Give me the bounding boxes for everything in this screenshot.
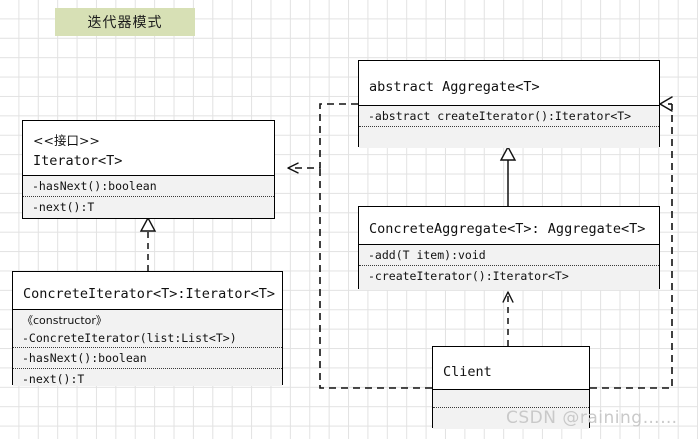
member-row-empty [359, 127, 659, 145]
constructor-stereotype: 《constructor》 [22, 314, 107, 327]
class-header-concrete-aggregate: ConcreteAggregate<T>: Aggregate<T> [359, 207, 659, 244]
class-box-concrete-iterator[interactable]: ConcreteIterator<T>:Iterator<T> 《constru… [12, 271, 283, 386]
member-row: -hasNext():boolean [13, 348, 282, 369]
iterator-name: Iterator<T> [33, 152, 123, 169]
class-box-client[interactable]: Client [432, 346, 590, 429]
member-row: -next():T [32, 200, 95, 214]
class-body-iterator: -hasNext():boolean -next():T [23, 175, 274, 218]
edge-generalization-concreteaggregate-aggregate [499, 145, 517, 206]
member-row: -add(T item):void [359, 245, 659, 266]
class-box-concrete-aggregate[interactable]: ConcreteAggregate<T>: Aggregate<T> -add(… [358, 206, 660, 290]
class-body-concrete-aggregate: -add(T item):void -createIterator():Iter… [359, 244, 659, 290]
class-header-concrete-iterator: ConcreteIterator<T>:Iterator<T> [13, 272, 282, 309]
aggregate-name: abstract Aggregate<T> [369, 78, 540, 95]
watermark: CSDN @raining…… [506, 408, 678, 428]
class-header-iterator: <<接口>> Iterator<T> [23, 121, 274, 175]
concrete-aggregate-name: ConcreteAggregate<T>: Aggregate<T> [369, 221, 646, 237]
member-row: -hasNext():boolean [23, 176, 274, 197]
class-body-client [433, 389, 589, 429]
client-name: Client [443, 363, 492, 380]
member-row: -abstract createIterator():Iterator<T> [359, 106, 659, 127]
diagram-title-banner: 迭代器模式 [55, 8, 195, 36]
member-row-empty [433, 390, 589, 408]
constructor-row: -ConcreteIterator(list:List<T>) [13, 329, 282, 348]
diagram-title: 迭代器模式 [87, 15, 163, 31]
class-body-concrete-iterator: 《constructor》 -ConcreteIterator(list:Lis… [13, 309, 282, 386]
edge-dependency-aggregate-iterator [288, 103, 358, 168]
class-box-aggregate[interactable]: abstract Aggregate<T> -abstract createIt… [358, 60, 660, 148]
member-row: -createIterator():Iterator<T> [368, 269, 569, 283]
concrete-iterator-name: ConcreteIterator<T>:Iterator<T> [23, 286, 275, 302]
class-header-aggregate: abstract Aggregate<T> [359, 61, 659, 105]
member-row: -next():T [22, 372, 85, 386]
edge-realization-concreteiterator-iterator [139, 216, 157, 271]
iterator-stereotype: <<接口>> [33, 132, 100, 148]
class-box-iterator[interactable]: <<接口>> Iterator<T> -hasNext():boolean -n… [22, 120, 275, 219]
class-header-client: Client [433, 347, 589, 389]
class-body-aggregate: -abstract createIterator():Iterator<T> [359, 105, 659, 148]
